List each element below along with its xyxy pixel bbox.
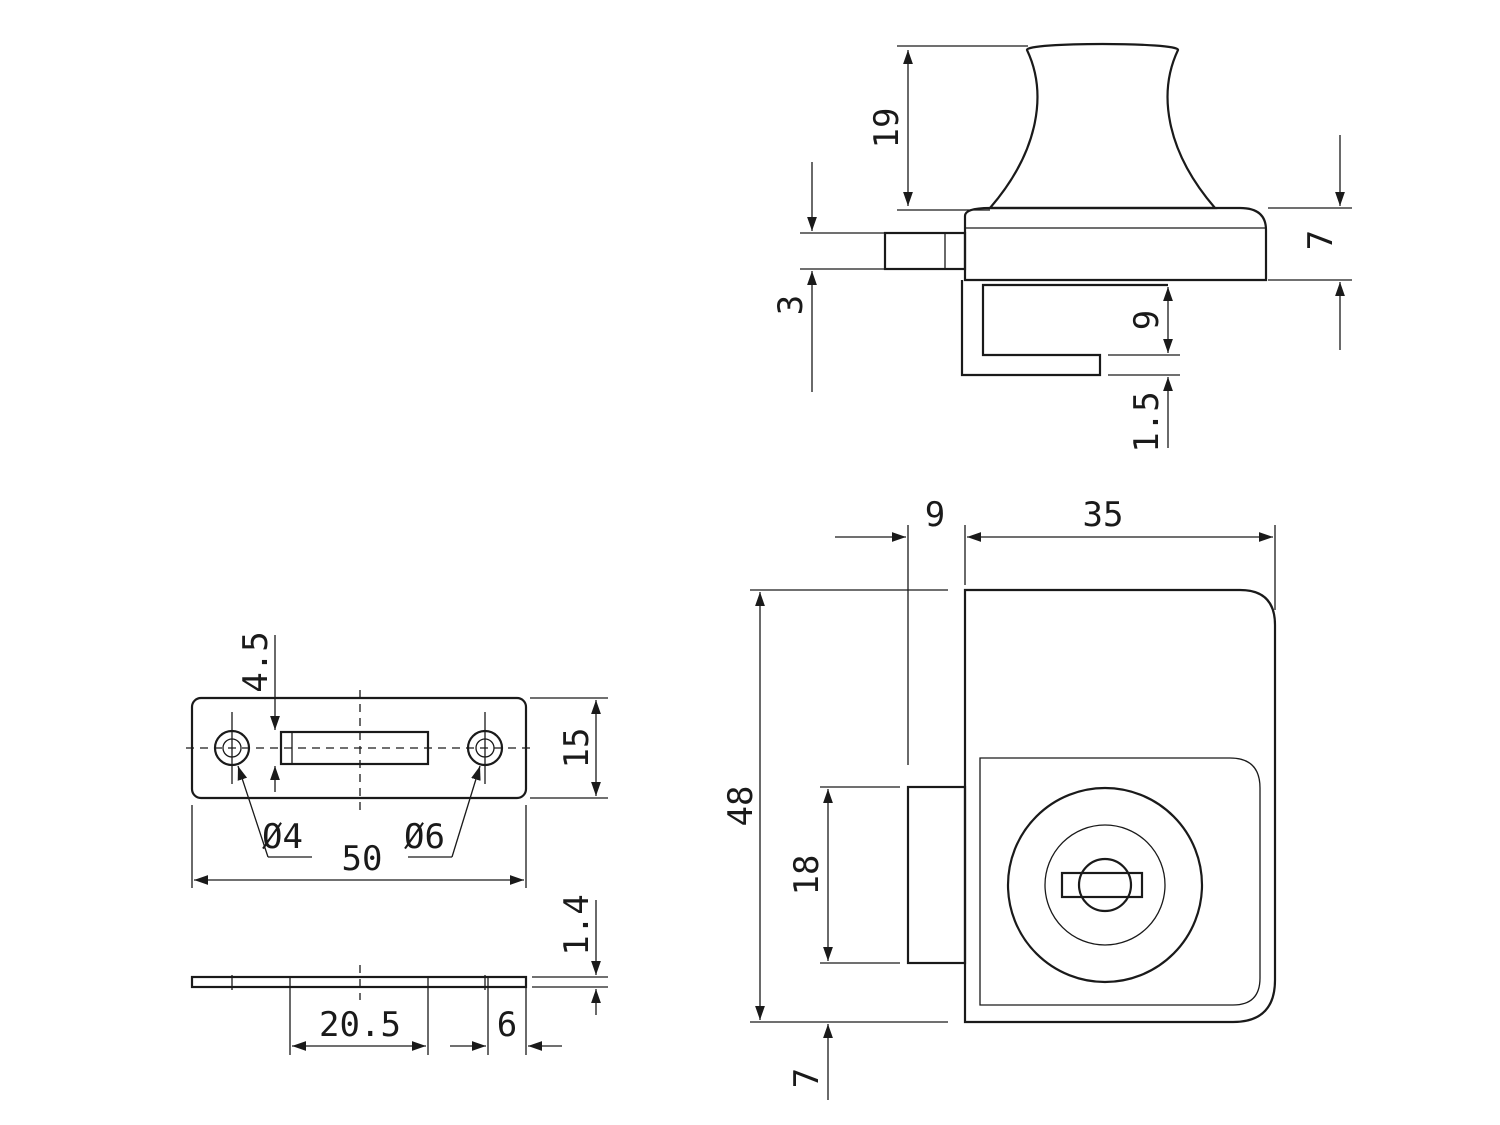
dim-plate-height-label: 15 [557,728,597,769]
dim-bottom-offset-label: 7 [787,1068,827,1088]
dim-body-height-label: 48 [721,786,761,827]
dim-clamp-lip-label: 1.5 [1127,391,1167,452]
strike-plate-view [186,690,532,810]
dim-slot-length: 20.5 6 [292,1005,562,1051]
plate-section-view [190,965,528,1055]
locking-pin [883,231,967,271]
dim-edge-distance-label: 6 [497,1005,517,1045]
dim-base-thickness: 7 [1268,135,1352,350]
dim-clamp: 9 1.5 [1108,287,1180,453]
front-view [906,588,1277,1024]
dim-plate-thickness-label: 1.4 [557,894,597,955]
dim-slot-offset-label: 4.5 [236,631,276,692]
dim-slot-length-label: 20.5 [319,1005,401,1045]
inner-panel [979,757,1261,1006]
keyhole-icon [1077,857,1133,913]
dim-clamp-gap-label: 9 [1127,310,1167,330]
plate-section [190,975,528,989]
dim-pin-diameter: 3 [771,162,885,392]
dim-pin-diameter-label: 3 [771,295,811,315]
glass-clamp [960,280,1168,377]
hole-large-label: Ø6 [404,817,445,857]
dim-plate-thickness: 1.4 [532,894,608,1015]
dim-base-thickness-label: 7 [1301,230,1341,250]
knob-outline [987,42,1218,210]
base-body [963,206,1268,282]
dim-top-widths: 9 35 [835,495,1276,765]
dim-clamp-height-label: 18 [787,855,827,896]
dim-body-height: 48 [721,589,948,1023]
dim-clamp-height: 18 7 [787,786,900,1100]
dim-knob-height-label: 19 [867,108,907,149]
lock-body-outline [963,588,1277,1024]
dim-plate-length-label: 50 [342,839,383,879]
dim-plate-length: 50 [191,805,527,888]
lock-cylinder-outer [1006,786,1204,984]
hole-callouts: Ø4 Ø6 [237,765,481,858]
hole-small-label: Ø4 [262,817,303,857]
lock-cylinder-inner [1044,824,1166,946]
dim-knob-height: 19 [867,45,1028,211]
dim-body-width-label: 35 [1083,495,1124,535]
side-elevation-view [883,42,1268,377]
key-slot [1060,871,1144,899]
dim-plate-height: 15 [530,697,608,799]
dim-slot-offset: 4.5 [236,631,280,792]
dim-side-offset-label: 9 [925,495,945,535]
clamp-side-profile [906,785,967,965]
